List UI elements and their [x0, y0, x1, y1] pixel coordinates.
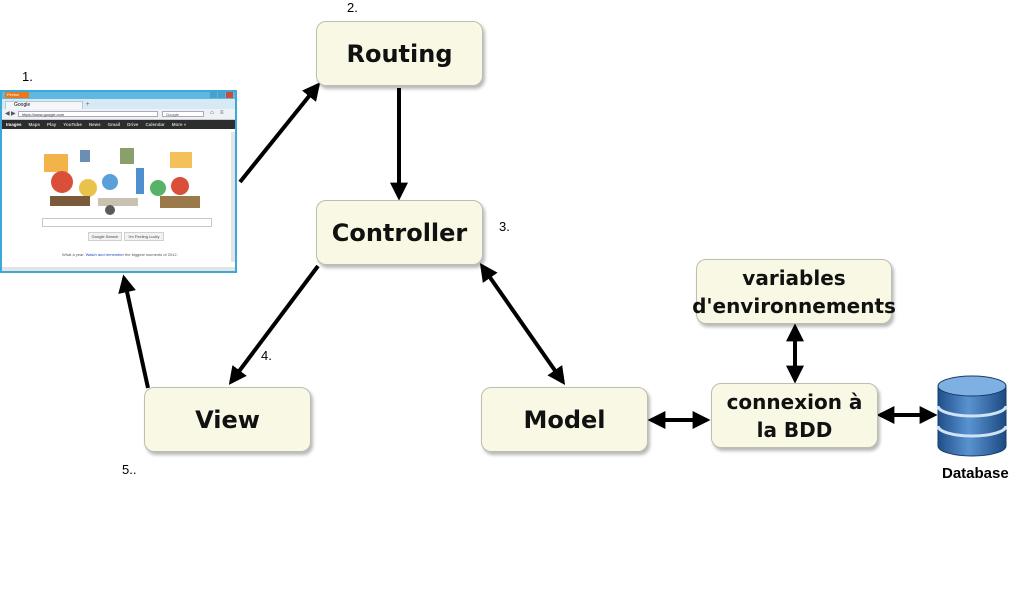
step-2-label: 2. — [347, 0, 358, 15]
new-tab-icon: + — [86, 102, 90, 108]
env-variables-line1: variables — [742, 265, 846, 290]
gbar-item: YouTube — [63, 122, 82, 127]
model-label: Model — [523, 405, 606, 434]
step-5-label: 5.. — [122, 462, 137, 477]
routing-box: Routing — [316, 21, 483, 86]
view-label: View — [195, 405, 260, 434]
gbar-item: Maps — [28, 122, 41, 127]
step-4-label: 4. — [261, 348, 272, 363]
back-icon: ◀ — [5, 111, 10, 117]
google-doodle-image — [44, 148, 200, 215]
db-connection-box: connexion à la BDD — [711, 383, 878, 448]
browser-menu-button: Firefox — [5, 92, 29, 98]
search-field: Google — [162, 111, 204, 117]
google-footer-text: What a year. Watch and remember the bigg… — [62, 252, 192, 257]
step-3-label: 3. — [499, 219, 510, 234]
arrow-browser-to-routing — [238, 82, 321, 184]
gbar-item: Play — [47, 122, 57, 127]
view-box: View — [144, 387, 311, 452]
google-search-button: Google Search — [88, 232, 122, 241]
gbar-item: Gmail — [107, 122, 121, 127]
gbar-item: Drive — [127, 122, 139, 127]
database-label: Database — [942, 465, 1009, 482]
database-cylinder-icon — [936, 375, 1008, 457]
arrow-controller-model — [479, 263, 566, 385]
google-bar: Images Maps Play YouTube News Gmail Driv… — [2, 120, 235, 129]
gbar-item: News — [88, 122, 101, 127]
google-search-input — [42, 218, 212, 227]
footer-suffix: the biggest moments of 2012. — [125, 252, 178, 257]
gbar-item: Calendar — [145, 122, 165, 127]
browser-tab-title: Google — [14, 102, 31, 108]
menu-icon: ≡ — [220, 110, 224, 116]
window-controls — [210, 92, 233, 98]
env-variables-box: variables d'environnements — [692, 259, 896, 324]
step-1-label: 1. — [22, 69, 33, 84]
forward-icon: ▶ — [11, 111, 16, 117]
arrow-controller-to-view — [228, 264, 320, 385]
browser-titlebar: Firefox — [2, 92, 235, 99]
browser-tab-strip: Google + — [2, 99, 235, 109]
horizontal-scrollbar — [2, 267, 235, 271]
routing-label: Routing — [346, 39, 453, 68]
browser-screenshot: Firefox Google + ◀ ▶ https://www.google.… — [0, 90, 237, 273]
browser-navbar: ◀ ▶ https://www.google.com Google ⌂ ≡ — [2, 109, 235, 120]
arrow-view-to-browser — [118, 274, 150, 389]
browser-tab: Google — [5, 101, 83, 109]
feeling-lucky-button: I'm Feeling Lucky — [124, 232, 164, 241]
vertical-scrollbar — [231, 132, 235, 262]
home-icon: ⌂ — [210, 110, 214, 116]
gbar-item: Images — [6, 122, 22, 127]
controller-label: Controller — [331, 218, 468, 247]
controller-box: Controller — [316, 200, 483, 265]
db-connection-line1: connexion à — [726, 389, 863, 414]
model-box: Model — [481, 387, 648, 452]
url-field: https://www.google.com — [18, 111, 158, 117]
footer-prefix: What a year. — [62, 252, 85, 257]
gbar-item: More » — [171, 122, 187, 127]
db-connection-line2: la BDD — [756, 417, 833, 442]
footer-link: Watch and remember — [85, 252, 124, 257]
env-variables-line2: d'environnements — [692, 293, 896, 318]
